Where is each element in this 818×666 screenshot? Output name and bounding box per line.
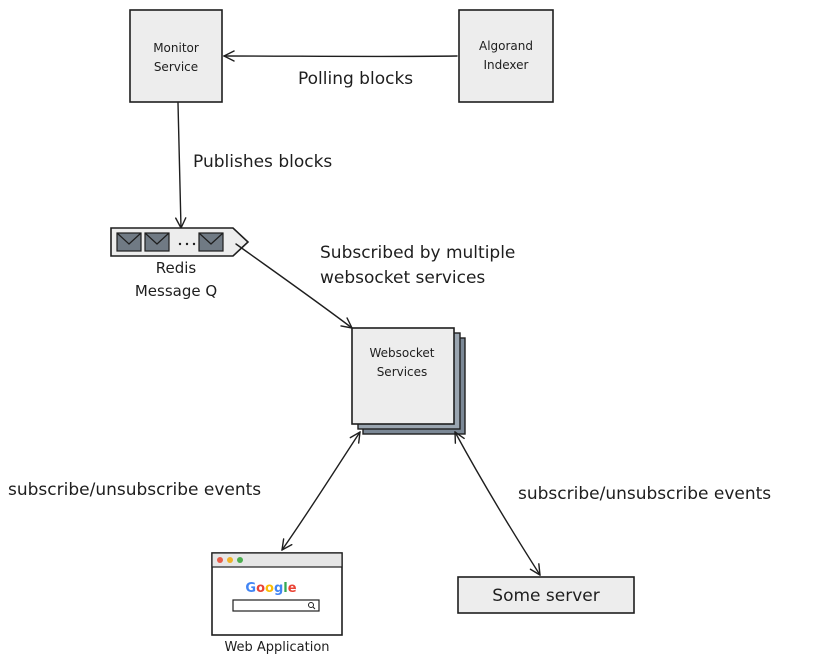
subscribed-arrow	[235, 243, 352, 328]
websocket-label-line2: Services	[377, 365, 428, 379]
polling-label: Polling blocks	[298, 69, 413, 89]
envelope-icon	[144, 232, 170, 252]
web-application-label: Web Application	[224, 640, 329, 655]
envelope-icon	[116, 232, 142, 252]
ellipsis-icon	[178, 242, 196, 246]
subscribed-label-line1: Subscribed by multiple	[320, 243, 515, 263]
redis-label-line1: Redis	[156, 259, 197, 277]
search-icon	[308, 602, 316, 610]
algorand-indexer-box	[458, 9, 554, 103]
left-subscribe-label: subscribe/unsubscribe events	[8, 480, 261, 500]
monitor-service-label-line2: Service	[154, 60, 198, 74]
subscribed-label-line2: websocket services	[320, 268, 485, 288]
browser-titlebar	[211, 552, 343, 568]
websocket-services-node: Websocket Services	[351, 327, 466, 435]
browser-search-box	[232, 599, 320, 612]
left-subscribe-arrow	[282, 432, 360, 550]
right-subscribe-label: subscribe/unsubscribe events	[518, 484, 771, 504]
monitor-service-node: Monitor Service	[129, 9, 223, 103]
algorand-indexer-node: Algorand Indexer	[458, 9, 554, 103]
envelope-icon	[198, 232, 224, 252]
algorand-indexer-label-line1: Algorand	[479, 39, 533, 53]
browser-close-dot	[217, 557, 223, 563]
some-server-node: Some server	[457, 576, 635, 614]
monitor-service-label-line1: Monitor	[153, 41, 199, 55]
some-server-box	[457, 576, 635, 614]
algorand-indexer-label-line2: Indexer	[484, 58, 529, 72]
some-server-label: Some server	[492, 586, 599, 606]
monitor-service-box	[129, 9, 223, 103]
google-logo: Google	[245, 581, 296, 596]
redis-label-line2: Message Q	[135, 282, 217, 300]
websocket-services-box	[351, 327, 455, 425]
right-subscribe-arrow	[455, 432, 540, 575]
redis-queue-node: Redis Message Q	[110, 227, 250, 300]
web-application-node: Google Web Application	[211, 552, 343, 655]
publishes-label: Publishes blocks	[193, 152, 332, 172]
browser-minimize-dot	[227, 557, 233, 563]
publishes-arrow	[178, 102, 181, 228]
websocket-label-line1: Websocket	[370, 346, 435, 360]
browser-maximize-dot	[237, 557, 243, 563]
